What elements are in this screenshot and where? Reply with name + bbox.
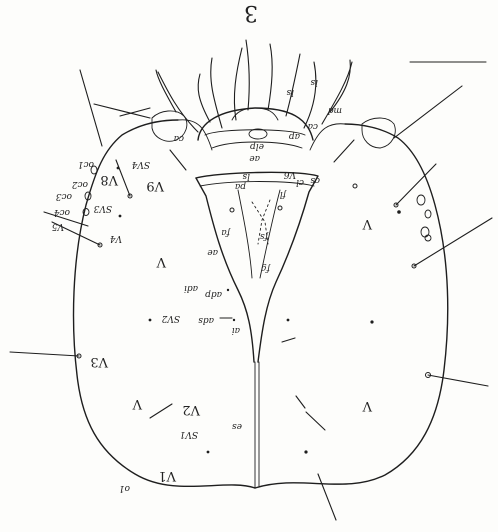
label-a42: fl [280,189,287,199]
label-a1: o1 [119,483,130,493]
gnathosoma [152,108,395,148]
label-a13: oc3 [56,191,72,201]
label-a9: V5 [52,221,64,231]
label-a39: V6 [284,169,296,179]
label-a21: adi [184,283,198,293]
label-a29: ls [242,171,250,181]
label-a40: ca [174,133,184,143]
label-a43: ls [310,77,318,87]
label-a28: fs [260,231,269,241]
label-a4: V2 [182,402,201,417]
plate-number: 3 [244,0,258,25]
label-a33: ap [289,131,300,141]
label-a24: es [232,421,242,431]
label-a25: fa [221,227,231,237]
label-a16: SV4 [131,159,150,169]
label-a37: V [362,216,373,231]
label-a2: V1 [158,468,177,483]
label-a8: V [156,254,167,269]
label-a10: V4 [110,233,122,243]
label-a32: elp [250,141,264,151]
label-a35: cl [296,177,304,187]
label-a12: oc4 [54,207,70,217]
label-a6: V3 [90,354,109,369]
label-a22: ai [232,325,240,335]
label-a15: oc1 [78,159,94,169]
label-a36: cs [310,175,320,185]
label-a11: SV3 [93,203,112,213]
body-outline [74,120,448,488]
pores-and-bases [77,166,431,454]
label-a31: ae [249,153,260,163]
label-a18: V9 [146,178,165,193]
setae [10,40,492,520]
label-a5: V [132,396,143,411]
label-a3: SV1 [180,429,198,439]
label-a23: ae [207,247,218,257]
label-a14: oc2 [72,179,88,189]
label-a38: V [362,398,373,413]
label-a27: pa [235,181,246,191]
label-a34: ls [286,87,294,97]
label-a7: SV2 [161,313,180,323]
label-a20: adp [205,289,222,299]
label-a26: fg [261,263,271,273]
label-a41: md [327,105,342,115]
label-a30: ca [308,121,318,131]
label-a19: ads [198,315,214,325]
label-a17: V8 [100,172,119,187]
ventral-shield [196,172,318,488]
